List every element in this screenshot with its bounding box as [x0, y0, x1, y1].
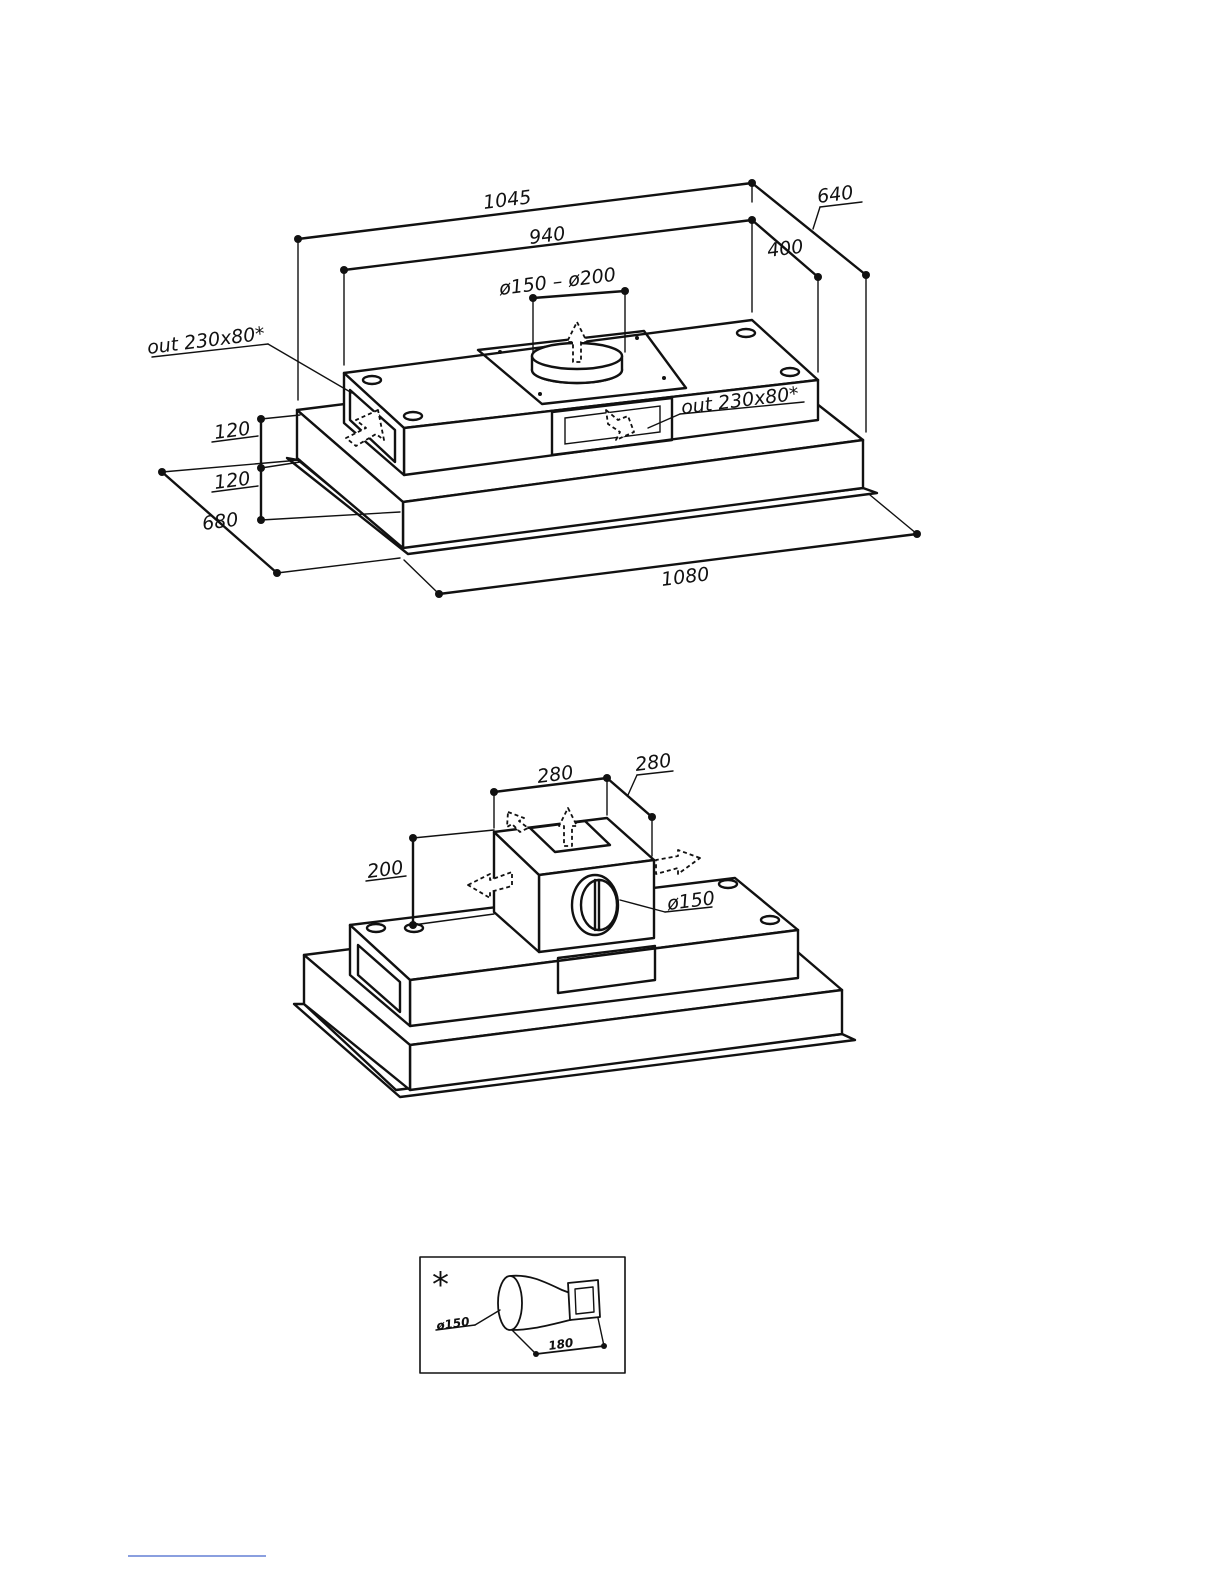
screw	[538, 392, 542, 396]
dim-side-outlet-left-label: out 230x80*	[146, 323, 266, 359]
inset-diameter-label: ø150	[434, 1314, 470, 1333]
inset-marker: *	[432, 1265, 449, 1305]
drawing-2-hood-with-adapter: 280 280 200 ø150	[294, 750, 855, 1097]
dim-adapter-depth-label: 280	[634, 750, 673, 776]
screw	[635, 336, 639, 340]
dim-frame-width-label: 1080	[660, 563, 711, 591]
inset-duct-adapter: * ø150 180	[420, 1257, 625, 1373]
dim-adapter-height-label: 200	[366, 857, 405, 883]
dim-adapter-width-label: 280	[536, 762, 575, 788]
dim-body-height-label: 120	[213, 468, 252, 494]
dim-box-depth-label: 400	[766, 236, 805, 262]
reducer-round-end	[498, 1276, 522, 1330]
adapter-right-arrow	[656, 850, 700, 874]
dim-box-height-label: 120	[213, 418, 252, 444]
dim-box-width-label: 940	[528, 223, 567, 249]
dim-frame-depth-label: 680	[201, 509, 240, 535]
screw	[662, 376, 666, 380]
drawing-1-hood-top-outlet: 1045 940 640 400 ø150 – ø200 out 230x80*…	[146, 179, 921, 598]
dim-overall-depth-label: 640	[816, 182, 855, 208]
screw	[498, 350, 502, 354]
reducer-rect-end	[568, 1280, 600, 1320]
dim-outlet-diameter-label: ø150 – ø200	[497, 264, 617, 300]
